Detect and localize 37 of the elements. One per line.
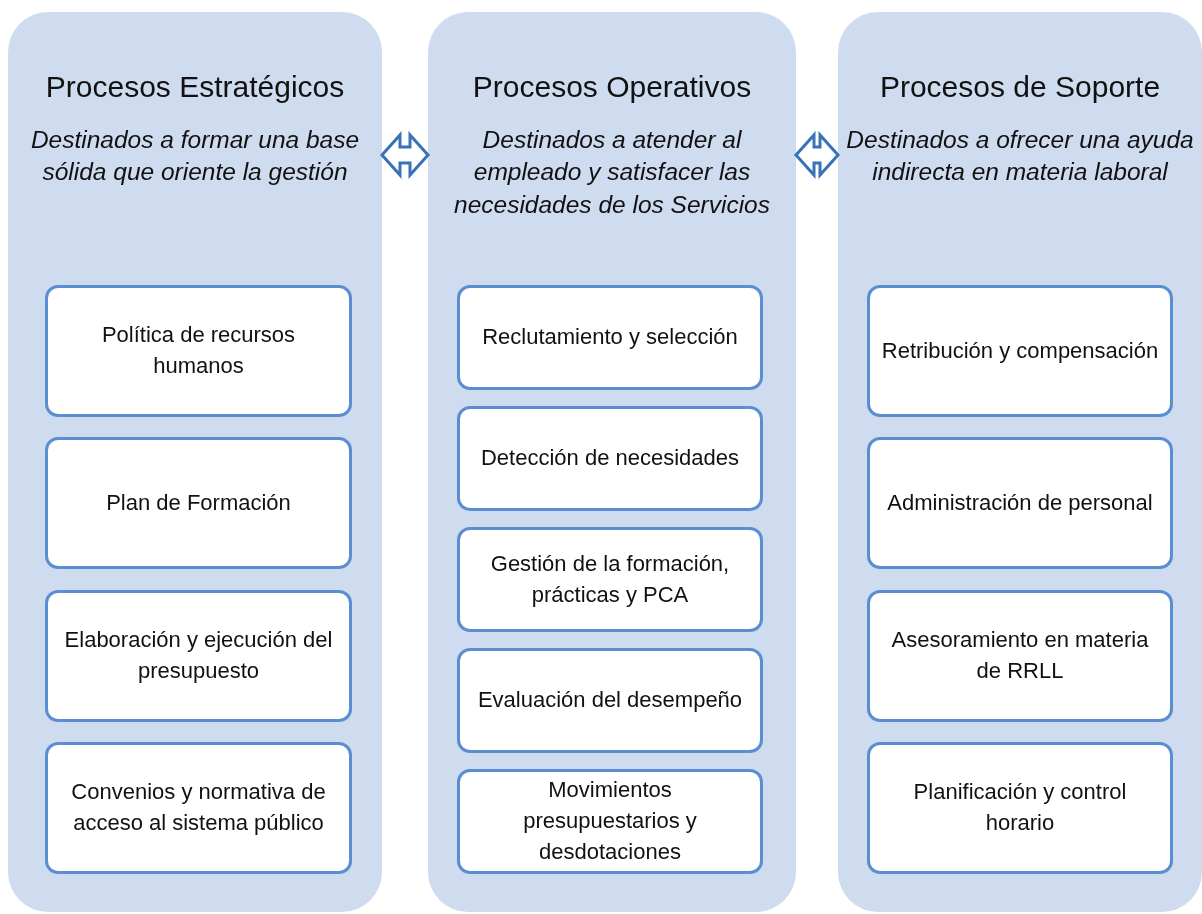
- column-panel: [8, 12, 382, 912]
- process-label: Detección de necesidades: [479, 444, 741, 473]
- process-box: [457, 648, 763, 753]
- process-box: [45, 437, 352, 569]
- process-box: [457, 527, 763, 632]
- process-label: Evaluación del desempeño: [476, 686, 744, 715]
- process-box: [867, 742, 1173, 874]
- column-heading: Procesos de Soporte: [878, 70, 1162, 104]
- process-label: Política de recursos humanos: [100, 321, 297, 380]
- process-box: [457, 406, 763, 511]
- process-label: Plan de Formación: [105, 488, 292, 517]
- process-label: Retribución y compensación: [880, 336, 1160, 365]
- process-label: Reclutamiento y selección: [481, 323, 739, 352]
- column-panel: [838, 12, 1202, 912]
- column-description: Destinados a formar una base sólida que oriente la gestión: [29, 125, 361, 188]
- process-label: Asesoramiento en materia de RRLL: [890, 626, 1150, 685]
- double-arrow: [794, 131, 840, 179]
- process-label: Gestión de la formación, prácticas y PCA: [489, 549, 731, 609]
- process-box: [867, 285, 1173, 417]
- column-description: Destinados a atender al empleado y satisfacer las necesidades de los Servicios: [453, 125, 771, 220]
- process-box: [457, 285, 763, 390]
- process-box: [45, 590, 352, 722]
- column-description: Destinados a ofrecer una ayuda indirecta en materia laboral: [846, 125, 1194, 188]
- process-box: [867, 590, 1173, 722]
- process-label: Planificación y control horario: [912, 778, 1128, 837]
- process-label: Convenios y normativa de acceso al sistema público: [70, 778, 327, 837]
- process-label: Movimientos presupuestarios y desdotaciones: [522, 776, 698, 866]
- column-heading: Procesos Estratégicos: [44, 70, 346, 104]
- column-heading: Procesos Operativos: [471, 70, 753, 104]
- process-box: [457, 769, 763, 874]
- process-label: Elaboración y ejecución del presupuesto: [63, 626, 334, 685]
- double-arrow: [380, 131, 430, 179]
- column-panel: [428, 12, 796, 912]
- process-label: Administración de personal: [886, 488, 1154, 517]
- process-box: [45, 285, 352, 417]
- process-box: [45, 742, 352, 874]
- process-box: [867, 437, 1173, 569]
